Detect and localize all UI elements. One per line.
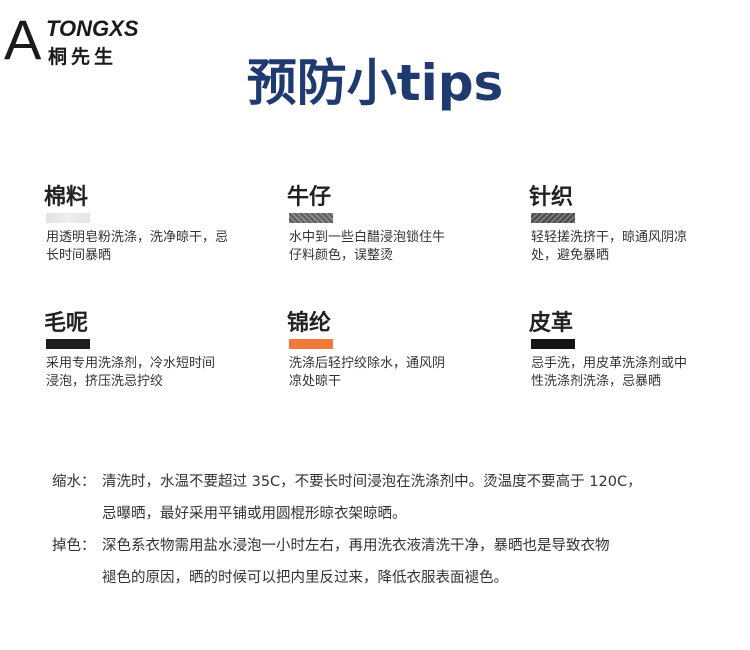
desc-line: 用透明皂粉洗涤，洗净晾干，忌 xyxy=(46,230,229,245)
fabric-name: 牛仔 xyxy=(287,185,332,210)
desc-line: 长时间暴晒 xyxy=(46,248,112,263)
note-line: 清洗时，水温不要超过 35C，不要长时间浸泡在洗涤剂中。烫温度不要高于 120C… xyxy=(102,474,642,490)
fabric-description: 忌手洗，用皮革洗涤剂或中 性洗涤剂洗涤，忌暴晒 xyxy=(531,355,750,391)
fabric-card-cotton: 棉料 用透明皂粉洗涤，洗净晾干，忌 长时间暴晒 xyxy=(44,184,279,265)
fabric-swatch xyxy=(46,213,90,223)
fabric-description: 洗涤后轻拧绞除水，通风阴 凉处晾干 xyxy=(289,355,522,391)
fabric-swatch xyxy=(289,339,333,349)
note-label: 掉色： xyxy=(52,538,96,554)
fabric-card-knit: 针织 轻轻搓洗挤干，晾通风阴凉 处，避免暴晒 xyxy=(529,184,750,265)
fabric-description: 轻轻搓洗挤干，晾通风阴凉 处，避免暴晒 xyxy=(531,229,750,265)
note-line: 忌曝晒，最好采用平铺或用圆棍形晾衣架晾晒。 xyxy=(102,506,407,522)
fabric-name: 皮革 xyxy=(529,311,574,336)
fabric-name: 毛呢 xyxy=(44,311,89,336)
note-line: 深色系衣物需用盐水浸泡一小时左右，再用洗衣液清洗干净，暴晒也是导致衣物 xyxy=(102,538,610,554)
logo-latin-text: TONGXS xyxy=(46,16,139,41)
desc-line: 水中到一些白醋浸泡锁住牛 xyxy=(289,230,446,245)
page-title: 预防小tips xyxy=(246,54,504,112)
brand-logo: A TONGXS 桐先生 xyxy=(4,10,144,70)
desc-line: 采用专用洗涤剂，冷水短时间 xyxy=(46,356,216,371)
fabric-name: 针织 xyxy=(529,185,574,210)
note-label: 缩水： xyxy=(52,474,96,490)
desc-line: 性洗涤剂洗涤，忌暴晒 xyxy=(531,374,662,389)
fabric-swatch xyxy=(531,213,575,223)
fabric-name: 棉料 xyxy=(44,185,89,210)
fabric-card-nylon: 锦纶 洗涤后轻拧绞除水，通风阴 凉处晾干 xyxy=(287,310,522,391)
fabric-description: 水中到一些白醋浸泡锁住牛 仔料颜色，误整烫 xyxy=(289,229,522,265)
logo-chinese-text: 桐先生 xyxy=(48,46,118,68)
desc-line: 浸泡，挤压洗忌拧绞 xyxy=(46,374,164,389)
fabric-swatch xyxy=(289,213,333,223)
fabric-card-denim: 牛仔 水中到一些白醋浸泡锁住牛 仔料颜色，误整烫 xyxy=(287,184,522,265)
note-shrinkage: 缩水： 清洗时，水温不要超过 35C，不要长时间浸泡在洗涤剂中。烫温度不要高于 … xyxy=(52,466,732,530)
logo-letter: A xyxy=(4,8,42,71)
fabric-swatch xyxy=(531,339,575,349)
fabric-name: 锦纶 xyxy=(287,311,332,336)
note-text: 深色系衣物需用盐水浸泡一小时左右，再用洗衣液清洗干净，暴晒也是导致衣物 褪色的原… xyxy=(102,530,732,594)
note-text: 清洗时，水温不要超过 35C，不要长时间浸泡在洗涤剂中。烫温度不要高于 120C… xyxy=(102,466,732,530)
fabric-card-leather: 皮革 忌手洗，用皮革洗涤剂或中 性洗涤剂洗涤，忌暴晒 xyxy=(529,310,750,391)
desc-line: 洗涤后轻拧绞除水，通风阴 xyxy=(289,356,446,371)
desc-line: 忌手洗，用皮革洗涤剂或中 xyxy=(531,356,688,371)
fabric-card-wool: 毛呢 采用专用洗涤剂，冷水短时间 浸泡，挤压洗忌拧绞 xyxy=(44,310,279,391)
desc-line: 轻轻搓洗挤干，晾通风阴凉 xyxy=(531,230,688,245)
fabric-description: 用透明皂粉洗涤，洗净晾干，忌 长时间暴晒 xyxy=(46,229,279,265)
desc-line: 仔料颜色，误整烫 xyxy=(289,248,394,263)
note-line: 褪色的原因，晒的时候可以把内里反过来，降低衣服表面褪色。 xyxy=(102,570,508,586)
desc-line: 凉处晾干 xyxy=(289,374,342,389)
desc-line: 处，避免暴晒 xyxy=(531,248,610,263)
fabric-swatch xyxy=(46,339,90,349)
fabric-description: 采用专用洗涤剂，冷水短时间 浸泡，挤压洗忌拧绞 xyxy=(46,355,279,391)
note-fading: 掉色： 深色系衣物需用盐水浸泡一小时左右，再用洗衣液清洗干净，暴晒也是导致衣物 … xyxy=(52,530,732,594)
care-notes: 缩水： 清洗时，水温不要超过 35C，不要长时间浸泡在洗涤剂中。烫温度不要高于 … xyxy=(52,466,732,594)
